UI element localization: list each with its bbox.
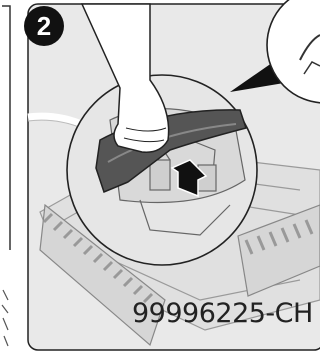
part-number-label: 99996225-CH	[132, 298, 313, 329]
step-number: 2	[24, 6, 64, 46]
previous-panel-edge	[0, 0, 14, 354]
